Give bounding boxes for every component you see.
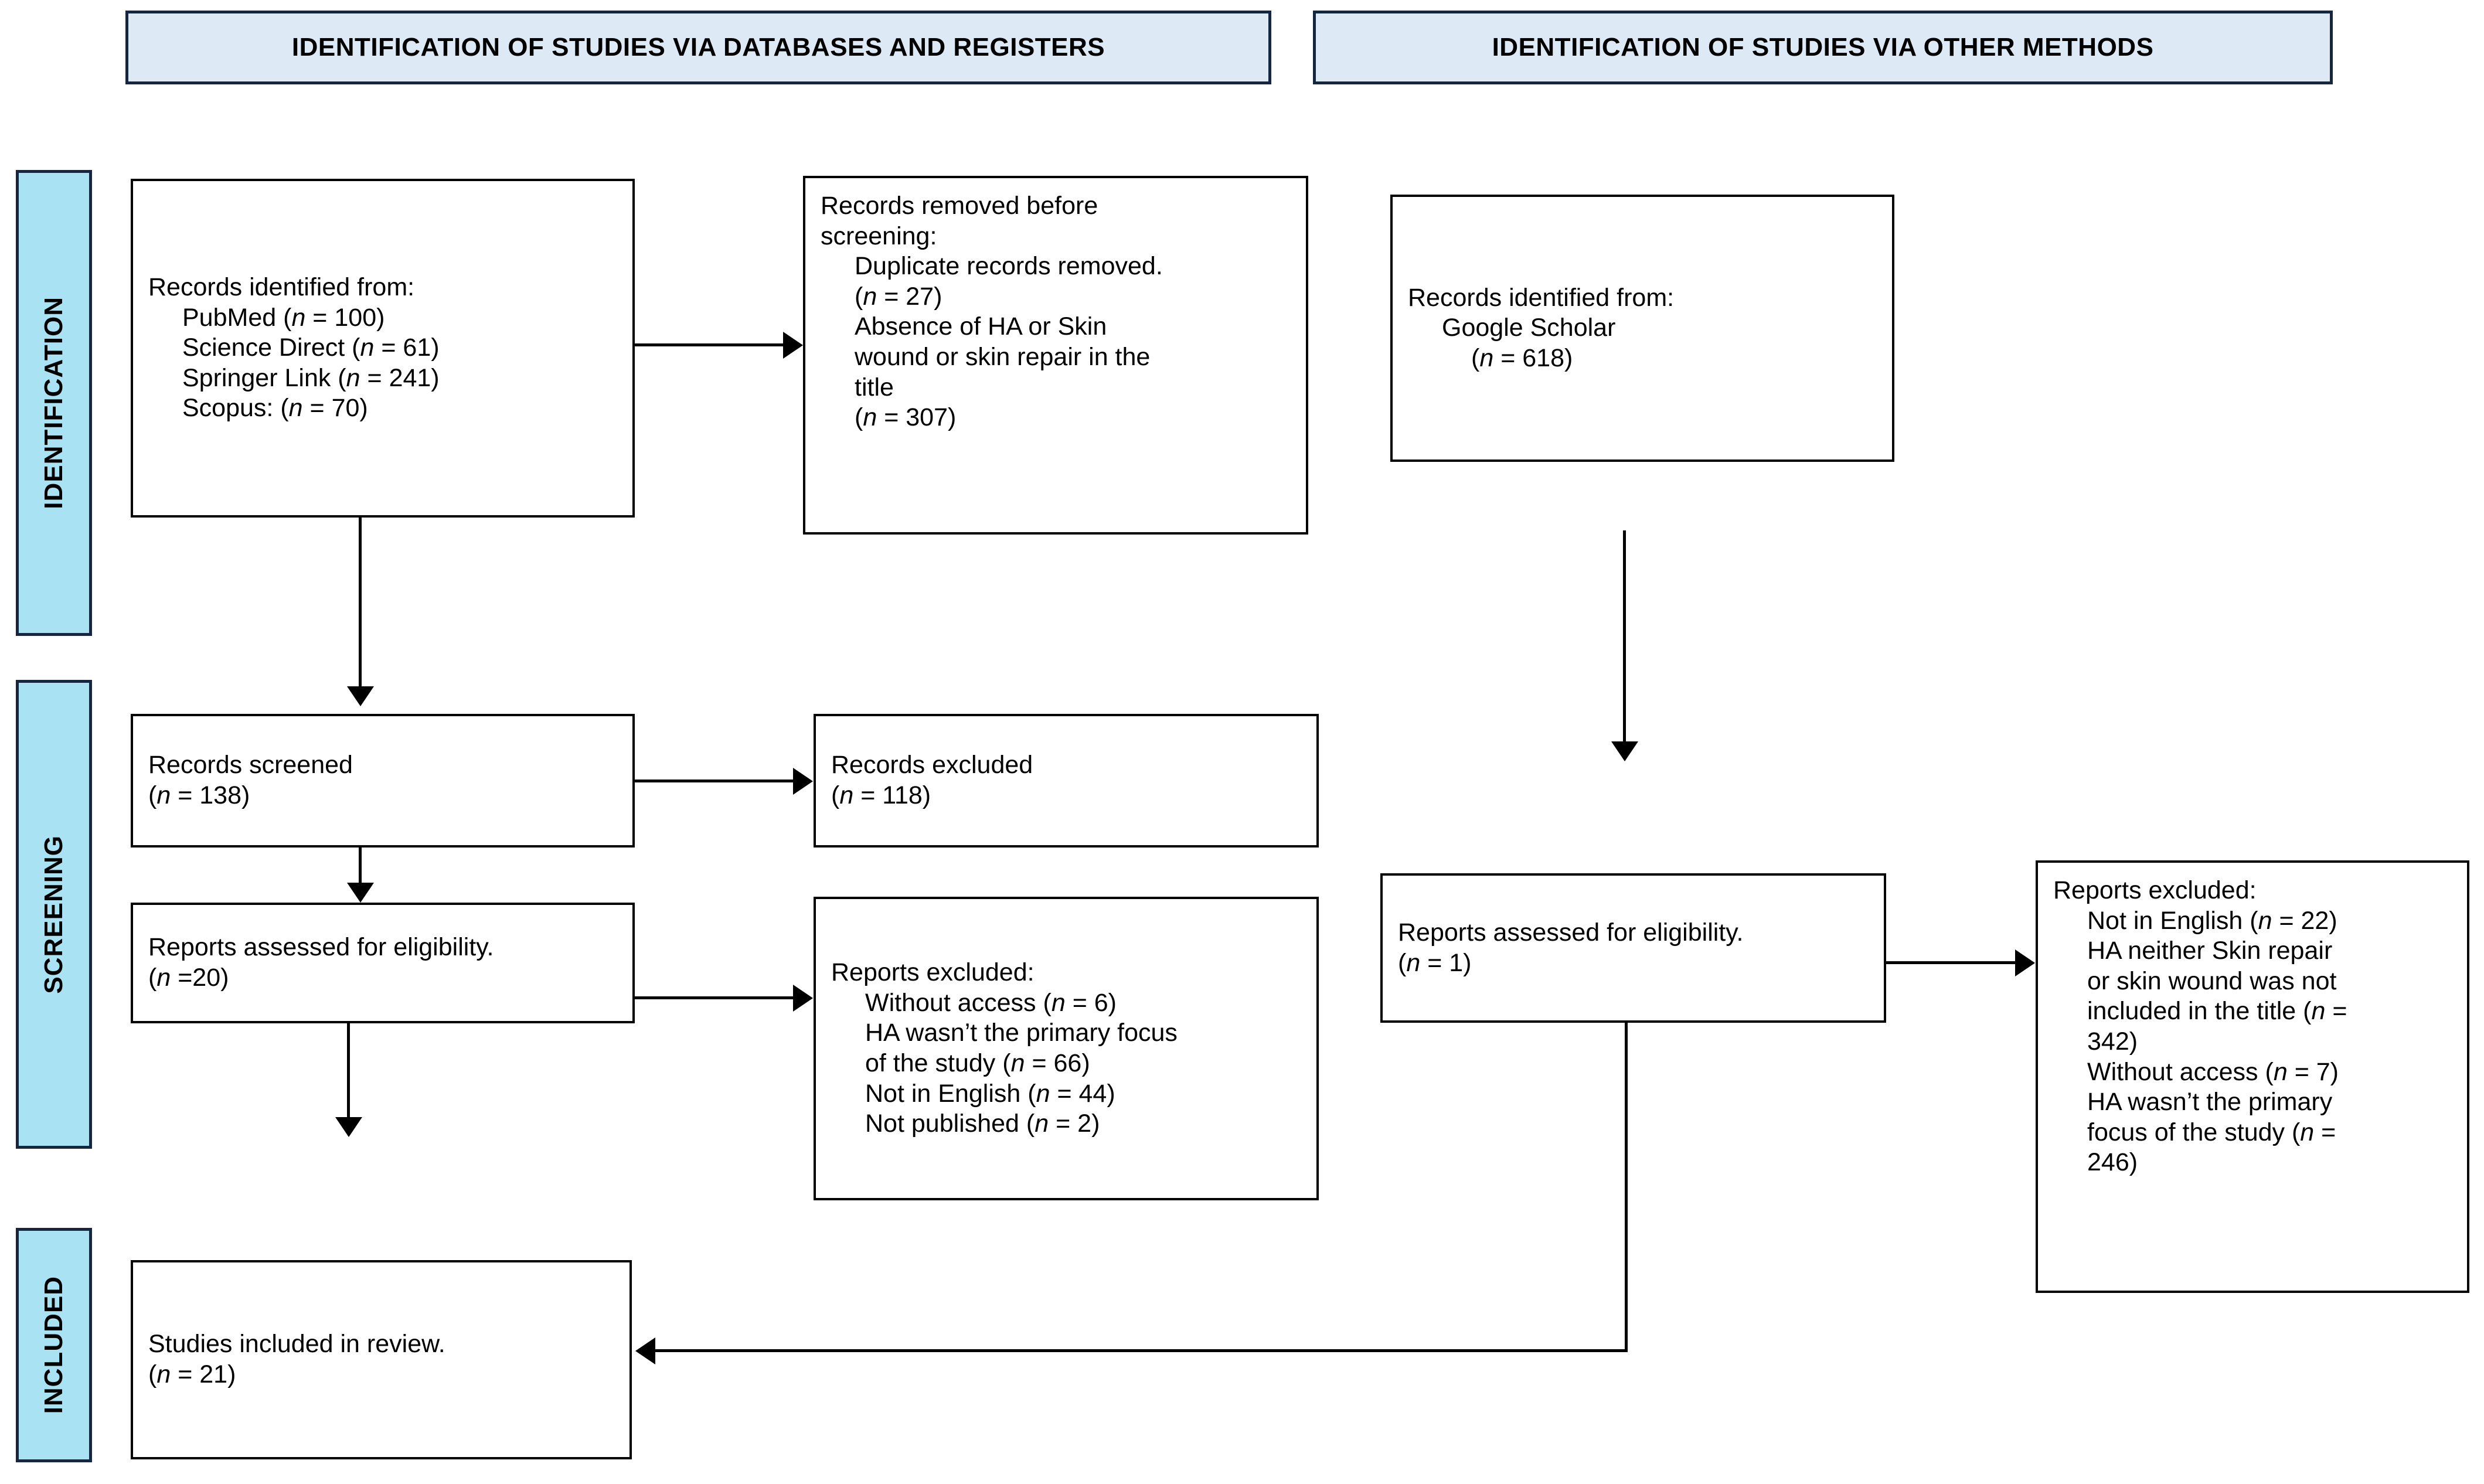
arrowhead-other-identified-to-assessed (1611, 741, 1638, 761)
stage-tab-screening: SCREENING (16, 680, 92, 1149)
node-line: of the study (n = 66) (865, 1049, 1090, 1077)
node-line: Studies included in review. (148, 1330, 445, 1359)
node-line: (n =20) (148, 964, 229, 992)
arrowhead-screened-to-excluded (793, 768, 813, 795)
stage-tab-screening-label: SCREENING (39, 835, 68, 994)
stage-tab-identification-label: IDENTIFICATION (39, 297, 68, 509)
node-line: Google Scholar (1442, 314, 1616, 342)
node-line: screening: (821, 222, 937, 250)
node-line: Reports assessed for eligibility. (148, 933, 494, 962)
banner-other-methods-label: IDENTIFICATION OF STUDIES VIA OTHER METH… (1492, 33, 2154, 62)
node-studies-included-in-review: Studies included in review. (n = 21) (131, 1260, 632, 1459)
banner-other-methods: IDENTIFICATION OF STUDIES VIA OTHER METH… (1313, 11, 2333, 84)
node-reports-assessed-eligibility-other: Reports assessed for eligibility. (n = 1… (1380, 873, 1886, 1023)
node-line: Duplicate records removed. (855, 252, 1163, 281)
node-line: (n = 1) (1398, 948, 1472, 977)
arrowhead-identified-to-screened (347, 686, 374, 706)
node-line: title (855, 373, 894, 401)
node-line: PubMed (n = 100) (182, 303, 385, 332)
node-line: 246) (2087, 1148, 2138, 1177)
node-line: Records excluded (831, 751, 1033, 780)
node-line: (n = 138) (148, 781, 250, 809)
node-records-identified-other-methods: Records identified from: Google Scholar … (1390, 195, 1894, 462)
node-records-identified-databases: Records identified from: PubMed (n = 100… (131, 179, 635, 518)
connector-identified-to-removed (635, 343, 783, 346)
node-line: Records identified from: (148, 273, 415, 302)
stage-tab-included-label: INCLUDED (39, 1276, 68, 1414)
node-reports-excluded-databases: Reports excluded: Without access (n = 6)… (814, 897, 1319, 1200)
node-line: Records removed before (821, 192, 1098, 220)
connector-screened-to-excluded (635, 780, 793, 782)
node-line: wound or skin repair in the (855, 342, 1151, 371)
connector-other-identified-to-assessed (1623, 530, 1626, 741)
arrowhead-assessed-to-excluded-db (793, 985, 813, 1012)
node-line: (n = 618) (1471, 343, 1573, 372)
node-line: Scopus: (n = 70) (182, 394, 368, 423)
node-line: Reports excluded: (2053, 876, 2257, 904)
connector-other-assessed-to-included-horizontal (655, 1349, 1628, 1352)
node-line: Without access (n = 7) (2087, 1057, 2339, 1086)
node-records-screened: Records screened (n = 138) (131, 714, 635, 847)
node-records-excluded: Records excluded (n = 118) (814, 714, 1319, 847)
connector-assessed-to-excluded-other (1886, 961, 2015, 964)
node-line: HA neither Skin repair (2087, 937, 2333, 965)
node-line: Reports assessed for eligibility. (1398, 918, 1744, 947)
connector-other-assessed-to-included-vertical (1625, 1023, 1628, 1352)
node-line: Absence of HA or Skin (855, 312, 1107, 341)
node-line: Springer Link (n = 241) (182, 363, 440, 392)
connector-assessed-to-excluded-db (635, 996, 793, 999)
arrowhead-other-assessed-to-included (635, 1337, 655, 1364)
node-line: or skin wound was not (2087, 966, 2337, 995)
node-reports-assessed-eligibility-databases: Reports assessed for eligibility. (n =20… (131, 903, 635, 1023)
node-line: 342) (2087, 1027, 2138, 1056)
node-line: Without access (n = 6) (865, 988, 1117, 1017)
node-line: (n = 307) (855, 403, 957, 432)
arrowhead-screened-to-assessed (347, 883, 374, 903)
node-line: Not in English (n = 22) (2087, 906, 2337, 935)
node-line: HA wasn’t the primary (2087, 1088, 2333, 1117)
banner-databases-and-registers: IDENTIFICATION OF STUDIES VIA DATABASES … (125, 11, 1271, 84)
node-reports-excluded-other: Reports excluded: Not in English (n = 22… (2036, 860, 2469, 1293)
node-line: Records screened (148, 751, 353, 780)
node-line: Records identified from: (1408, 283, 1675, 312)
arrowhead-assessed-to-included (335, 1117, 362, 1137)
node-line: focus of the study (n = (2087, 1118, 2336, 1146)
connector-screened-to-assessed (359, 847, 362, 883)
node-line: (n = 118) (831, 781, 931, 809)
node-line: Not published (n = 2) (865, 1109, 1100, 1138)
node-line: HA wasn’t the primary focus (865, 1019, 1178, 1047)
arrowhead-identified-to-removed (783, 332, 803, 359)
arrowhead-assessed-to-excluded-other (2015, 949, 2035, 976)
stage-tab-identification: IDENTIFICATION (16, 170, 92, 636)
node-records-removed-before-screening: Records removed before screening: Duplic… (803, 176, 1308, 535)
node-line: Science Direct (n = 61) (182, 333, 440, 362)
node-line: Reports excluded: (831, 958, 1035, 987)
banner-databases-label: IDENTIFICATION OF STUDIES VIA DATABASES … (291, 33, 1105, 62)
node-line: (n = 21) (148, 1360, 236, 1388)
node-line: (n = 27) (855, 282, 942, 311)
node-line: included in the title (n = (2087, 997, 2347, 1026)
connector-identified-to-screened (359, 518, 362, 686)
connector-assessed-to-included (347, 1023, 350, 1117)
node-line: Not in English (n = 44) (865, 1079, 1115, 1108)
stage-tab-included: INCLUDED (16, 1228, 92, 1462)
